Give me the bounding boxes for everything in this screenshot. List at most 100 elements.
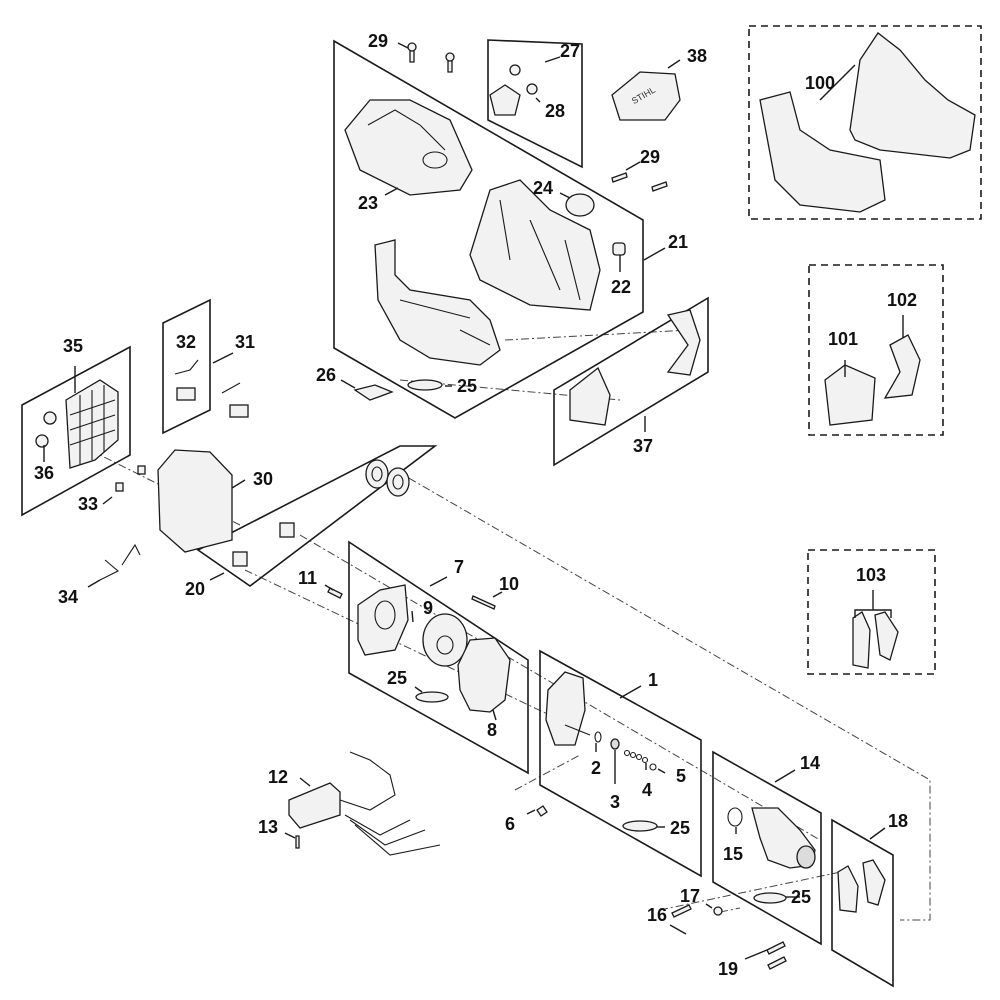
label-3[interactable]: 3 bbox=[610, 792, 620, 812]
part-36-screw[interactable] bbox=[35, 434, 49, 448]
part-17-washer[interactable] bbox=[713, 906, 723, 916]
label-5[interactable]: 5 bbox=[676, 766, 686, 786]
label-24[interactable]: 24 bbox=[533, 178, 553, 198]
part-19-screws[interactable] bbox=[766, 941, 787, 970]
label-22[interactable]: 22 bbox=[611, 277, 631, 297]
part-seals[interactable] bbox=[365, 459, 410, 497]
part-6-screw[interactable] bbox=[536, 805, 548, 817]
label-36[interactable]: 36 bbox=[34, 463, 54, 483]
part-25-pad[interactable] bbox=[415, 691, 449, 703]
part-25-pad[interactable] bbox=[407, 379, 443, 391]
label-38[interactable]: 38 bbox=[687, 46, 707, 66]
label-23[interactable]: 23 bbox=[358, 193, 378, 213]
label-9[interactable]: 9 bbox=[423, 598, 433, 618]
label-14[interactable]: 14 bbox=[800, 753, 820, 773]
label-28[interactable]: 28 bbox=[545, 101, 565, 121]
label-4[interactable]: 4 bbox=[642, 780, 652, 800]
label-100[interactable]: 100 bbox=[805, 73, 835, 93]
part-33-nut[interactable] bbox=[115, 482, 124, 492]
label-30[interactable]: 30 bbox=[253, 469, 273, 489]
label-13[interactable]: 13 bbox=[258, 817, 278, 837]
part-23-handle-cover[interactable] bbox=[344, 99, 473, 196]
group-frame-37 bbox=[553, 296, 709, 467]
label-10[interactable]: 10 bbox=[499, 574, 519, 594]
part-22-nut[interactable] bbox=[612, 242, 626, 256]
label-20[interactable]: 20 bbox=[185, 579, 205, 599]
part-5-ring[interactable] bbox=[649, 763, 657, 771]
part-36-screw[interactable] bbox=[43, 411, 57, 425]
part-100-housing-set[interactable] bbox=[759, 32, 976, 213]
label-16[interactable]: 16 bbox=[647, 905, 667, 925]
part-20-damper[interactable] bbox=[279, 522, 295, 538]
part-35-grille[interactable] bbox=[65, 379, 119, 469]
label-29-b[interactable]: 29 bbox=[640, 147, 660, 167]
part-housing-shell[interactable] bbox=[374, 239, 501, 366]
part-21-housing[interactable] bbox=[469, 179, 601, 311]
part-1-flange[interactable] bbox=[545, 671, 591, 746]
part-24-gasket[interactable] bbox=[565, 193, 595, 217]
label-37[interactable]: 37 bbox=[633, 436, 653, 456]
part-10-pin[interactable] bbox=[471, 595, 496, 610]
part-25-pad[interactable] bbox=[622, 820, 658, 832]
label-27[interactable]: 27 bbox=[560, 41, 580, 61]
label-8[interactable]: 8 bbox=[487, 720, 497, 740]
part-7-fan-housing[interactable] bbox=[357, 584, 409, 656]
part-15-circlip[interactable] bbox=[727, 807, 743, 827]
label-26[interactable]: 26 bbox=[316, 365, 336, 385]
part-29-screws[interactable] bbox=[407, 42, 668, 192]
group-frame-35 bbox=[21, 345, 131, 517]
part-30-motor-housing[interactable] bbox=[157, 449, 233, 553]
part-34-clip[interactable] bbox=[99, 543, 141, 581]
label-29[interactable]: 29 bbox=[368, 31, 388, 51]
part-9-fan[interactable] bbox=[422, 613, 468, 667]
part-3-bushing[interactable] bbox=[610, 738, 620, 750]
label-25-c[interactable]: 25 bbox=[670, 818, 690, 838]
label-17[interactable]: 17 bbox=[680, 886, 700, 906]
part-12-electronics-module[interactable] bbox=[288, 751, 441, 856]
part-33-nut[interactable] bbox=[137, 465, 146, 475]
part-14-gear-housing[interactable] bbox=[751, 807, 816, 869]
part-31-contact[interactable] bbox=[221, 382, 249, 418]
label-1[interactable]: 1 bbox=[648, 670, 658, 690]
part-13-screw[interactable] bbox=[295, 835, 300, 849]
part-11-screw[interactable] bbox=[327, 587, 343, 599]
part-38-cover[interactable]: STIHL bbox=[611, 71, 681, 121]
label-12[interactable]: 12 bbox=[268, 767, 288, 787]
part-18-clamps[interactable] bbox=[837, 859, 886, 913]
part-28-screw[interactable] bbox=[509, 64, 538, 95]
part-102-cover[interactable] bbox=[883, 334, 921, 399]
part-32-spring-contact[interactable] bbox=[174, 359, 199, 401]
label-35[interactable]: 35 bbox=[63, 336, 83, 356]
part-101-cover[interactable] bbox=[824, 364, 876, 426]
group-frame-14 bbox=[712, 750, 822, 946]
part-16-screw[interactable] bbox=[671, 904, 692, 918]
label-11[interactable]: 11 bbox=[298, 568, 317, 588]
label-18[interactable]: 18 bbox=[888, 811, 908, 831]
label-6[interactable]: 6 bbox=[505, 814, 515, 834]
label-31[interactable]: 31 bbox=[235, 332, 255, 352]
part-27-cap[interactable] bbox=[489, 84, 521, 116]
part-103-clamps[interactable] bbox=[852, 611, 899, 669]
label-32[interactable]: 32 bbox=[176, 332, 196, 352]
label-33[interactable]: 33 bbox=[78, 494, 98, 514]
part-8-fan-cover[interactable] bbox=[457, 637, 511, 713]
label-25-a[interactable]: 25 bbox=[457, 376, 477, 396]
part-4-balls[interactable] bbox=[623, 749, 649, 764]
label-101[interactable]: 101 bbox=[828, 329, 858, 349]
label-25-d[interactable]: 25 bbox=[791, 887, 811, 907]
label-2[interactable]: 2 bbox=[591, 758, 601, 778]
label-34[interactable]: 34 bbox=[58, 587, 78, 607]
label-21[interactable]: 21 bbox=[668, 232, 688, 252]
part-2-ring[interactable] bbox=[594, 731, 602, 743]
label-7[interactable]: 7 bbox=[454, 557, 464, 577]
part-25-pad[interactable] bbox=[753, 892, 787, 904]
label-25-b[interactable]: 25 bbox=[387, 668, 407, 688]
label-19[interactable]: 19 bbox=[718, 959, 738, 979]
label-103[interactable]: 103 bbox=[856, 565, 886, 585]
group-frame-1 bbox=[539, 649, 702, 878]
part-37-covers[interactable] bbox=[569, 309, 701, 426]
part-20-damper[interactable] bbox=[232, 551, 248, 567]
label-102[interactable]: 102 bbox=[887, 290, 917, 310]
part-26-pad[interactable] bbox=[353, 384, 394, 401]
label-15[interactable]: 15 bbox=[723, 844, 743, 864]
